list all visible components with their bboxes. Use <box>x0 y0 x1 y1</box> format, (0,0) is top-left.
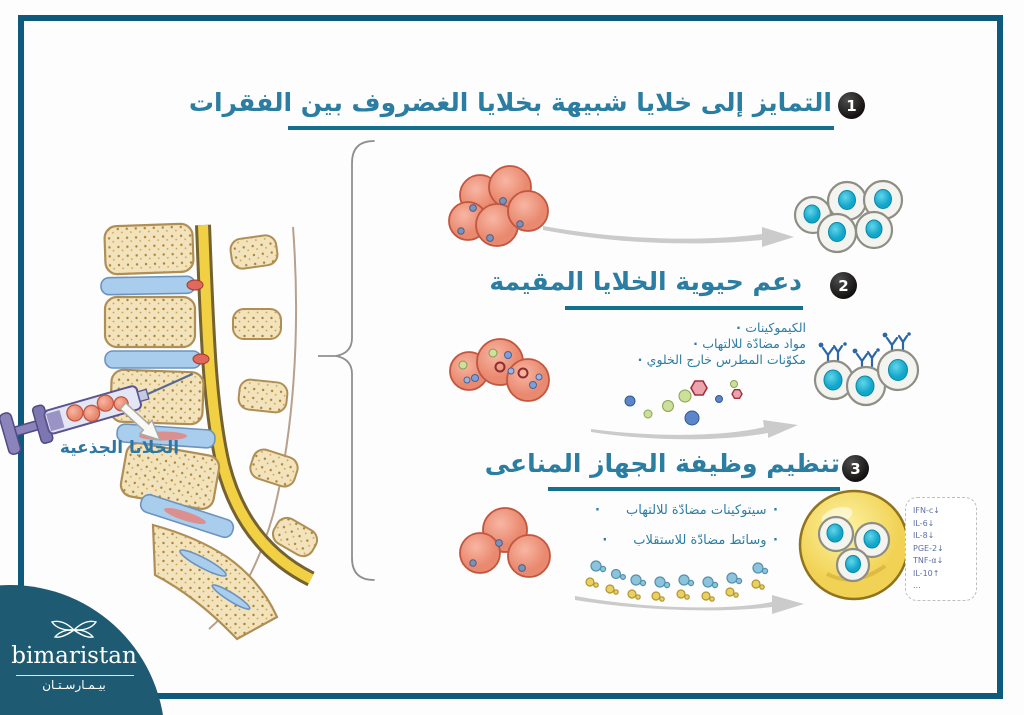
arrow-3 <box>575 595 804 614</box>
logo-arabic-name: بيـمـارسـتـان <box>42 678 106 692</box>
section1-number-badge: 1 <box>838 92 865 119</box>
cytokine-line: IL-6↓ <box>913 518 935 528</box>
syringe-icon <box>0 372 194 455</box>
secreted-molecules-2 <box>624 380 743 426</box>
cytokine-line: IFN-c↓ <box>913 506 940 515</box>
section2-bullet-list: الكيموكينات مواد مضادّة للالتهاب مكوّنات… <box>638 320 806 368</box>
section3-number-badge: 3 <box>842 455 869 482</box>
section1-underline <box>288 126 834 130</box>
resident-cells-with-receptors <box>813 332 920 407</box>
cytokine-line: IL-8↓ <box>913 531 935 540</box>
stem-cell-cluster-2 <box>449 338 550 402</box>
arrow-2 <box>591 420 798 440</box>
section3-title: تنظيم وظيفة الجهاز المناعى <box>484 449 840 478</box>
logo-divider <box>16 675 134 676</box>
list-item: مواد مضادّة للالتهاب <box>638 336 806 352</box>
section2-title: دعم حيوية الخلايا المقيمة <box>489 267 802 296</box>
arrow-1 <box>543 226 794 247</box>
secreted-molecules-3 <box>585 560 769 602</box>
cytokine-panel: IFN-c↓ IL-6↓ IL-8↓ PGE-2↓ TNF-α↓ IL-10↑ … <box>905 497 977 601</box>
stem-cell-cluster-3 <box>459 507 551 578</box>
spine-illustration <box>100 222 319 641</box>
section2-underline <box>565 306 803 310</box>
chondrocyte-like-cells <box>793 179 904 254</box>
section1-title: التمايز إلى خلايا شبيهة بخلايا الغضروف ب… <box>188 88 832 117</box>
cytokine-line: PGE-2↓ <box>913 543 944 553</box>
cytokine-line: TNF-α↓ <box>913 556 944 565</box>
section2-number-badge: 2 <box>830 272 857 299</box>
stem-cells-label: الخلايا الجذعية <box>59 438 180 458</box>
list-item: سيتوكينات مضادّة للالتهاب <box>595 503 778 518</box>
list-item: وسائط مضادّة للاستقلاب <box>602 533 778 548</box>
leaf-emblem-icon <box>50 620 98 638</box>
section3-underline <box>548 487 840 491</box>
cytokine-line: IL-10↑ <box>913 568 940 578</box>
list-item: الكيموكينات <box>638 320 806 336</box>
cytokine-line: ... <box>913 581 921 590</box>
stem-cell-cluster-1 <box>448 165 549 247</box>
logo-wordmark: bimaristan <box>11 643 137 669</box>
list-item: مكوّنات المطرس خارج الخلوي <box>638 352 806 368</box>
border-frame <box>18 15 1003 699</box>
immune-cell-engulfing <box>798 489 910 601</box>
curly-brace <box>318 140 375 581</box>
